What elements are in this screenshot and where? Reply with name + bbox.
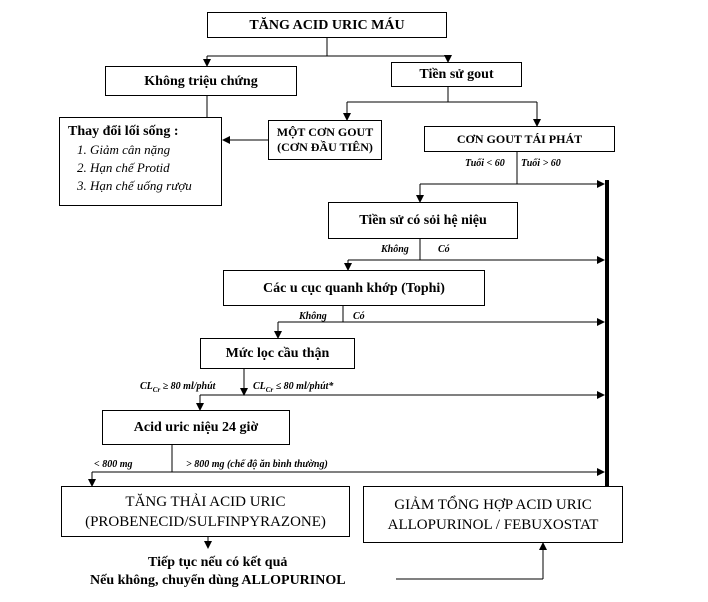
node-tophi-label: Các u cục quanh khớp (Tophi) <box>263 280 445 296</box>
node-asymptomatic: Không triệu chứng <box>105 66 297 96</box>
continue-line1: Tiếp tục nếu có kết quả <box>148 555 288 570</box>
label-clcr-ge-80: CLCr ≥ 80 ml/phút <box>140 381 216 394</box>
node-urine-uric-acid: Acid uric niệu 24 giờ <box>102 410 290 445</box>
node-kidney-stones: Tiền sử có sỏi hệ niệu <box>328 202 518 239</box>
node-recurrent-gout: CƠN GOUT TÁI PHÁT <box>424 126 615 152</box>
continue-line2: Nếu không, chuyển dùng ALLOPURINOL <box>90 573 346 588</box>
node-kidney-stones-label: Tiền sử có sỏi hệ niệu <box>359 213 487 228</box>
node-first-attack-line2: (CƠN ĐẦU TIÊN) <box>277 140 373 154</box>
node-hyperuricemia: TĂNG ACID URIC MÁU <box>207 12 447 38</box>
lifestyle-item: Giảm cân nặng <box>90 141 213 159</box>
node-uricosuric-line2: (PROBENECID/SULFINPYRAZONE) <box>85 513 326 530</box>
label-urine-lt-800: < 800 mg <box>94 459 133 470</box>
node-uricosuric: TĂNG THẢI ACID URIC (PROBENECID/SULFINPY… <box>61 486 350 537</box>
node-first-attack-line1: MỘT CƠN GOUT <box>276 125 374 139</box>
node-first-attack: MỘT CƠN GOUT (CƠN ĐẦU TIÊN) <box>268 120 382 160</box>
node-gout-history: Tiền sử gout <box>391 62 522 87</box>
label-urine-gt-800: > 800 mg (chế độ ăn bình thường) <box>186 459 328 470</box>
label-age-over-60: Tuổi > 60 <box>521 158 561 169</box>
node-synthesis-line1: GIẢM TỔNG HỢP ACID URIC <box>394 496 592 513</box>
node-synthesis-line2: ALLOPURINOL / FEBUXOSTAT <box>387 516 599 533</box>
lifestyle-list: Giảm cân nặng Hạn chế Protid Hạn chế uốn… <box>68 141 213 195</box>
node-hyperuricemia-label: TĂNG ACID URIC MÁU <box>249 17 405 33</box>
node-asymptomatic-label: Không triệu chứng <box>144 73 258 89</box>
label-age-under-60: Tuổi < 60 <box>465 158 505 169</box>
node-urine-uric-acid-label: Acid uric niệu 24 giờ <box>133 420 259 435</box>
node-recurrent-gout-label: CƠN GOUT TÁI PHÁT <box>456 131 583 146</box>
node-lifestyle: Thay đổi lối sống : Giảm cân nặng Hạn ch… <box>59 117 222 206</box>
label-stones-no: Không <box>381 244 409 255</box>
node-uricosuric-line1: TĂNG THẢI ACID URIC <box>125 493 286 510</box>
label-stones-yes: Có <box>438 244 450 255</box>
label-tophi-yes: Có <box>353 311 365 322</box>
lifestyle-item: Hạn chế uống rượu <box>90 177 213 195</box>
node-synthesis-inhibitor: GIẢM TỔNG HỢP ACID URIC ALLOPURINOL / FE… <box>363 486 623 543</box>
lifestyle-title: Thay đổi lối sống : <box>68 124 179 139</box>
label-clcr-le-80: CLCr ≤ 80 ml/phút* <box>253 381 334 394</box>
label-tophi-no: Không <box>299 311 327 322</box>
node-gfr-label: Mức lọc cầu thận <box>225 346 330 361</box>
node-gout-history-label: Tiền sử gout <box>419 67 494 82</box>
node-gfr: Mức lọc cầu thận <box>200 338 355 369</box>
lifestyle-item: Hạn chế Protid <box>90 159 213 177</box>
node-tophi: Các u cục quanh khớp (Tophi) <box>223 270 485 306</box>
